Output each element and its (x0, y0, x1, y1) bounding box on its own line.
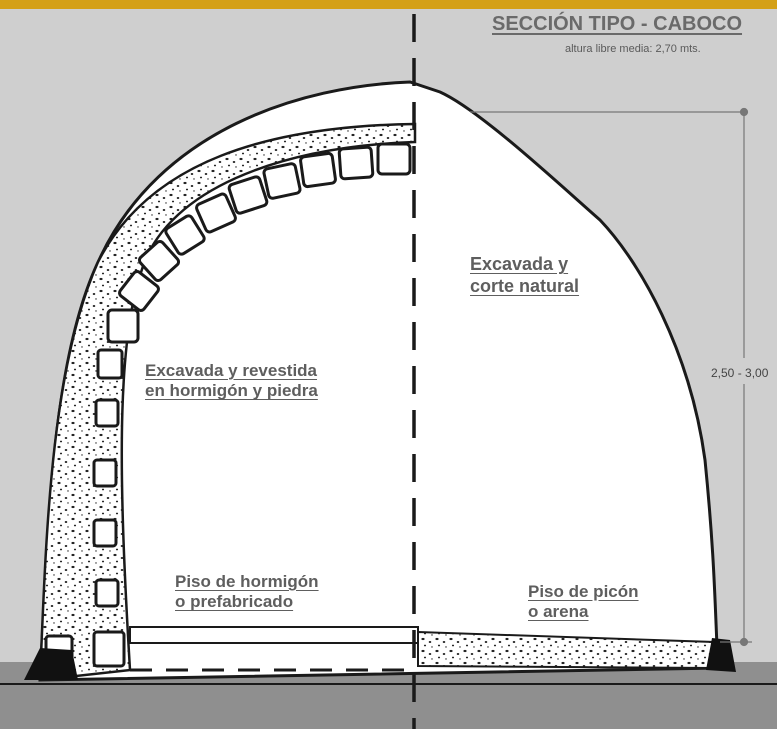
vault-stone-blocks (44, 142, 412, 668)
label-concrete-floor: Piso de hormigón o prefabricado (175, 572, 319, 613)
label-concrete-floor-line1: Piso de hormigón (175, 572, 319, 591)
label-clad-wall: Excavada y revestida en hormigón y piedr… (145, 361, 318, 402)
page-subtitle: altura libre media: 2,70 mts. (565, 43, 701, 55)
right-footing (706, 638, 736, 672)
label-natural-cut-line1: Excavada y (470, 254, 569, 274)
label-picon-floor-line2: o arena (528, 602, 589, 622)
concrete-floor-slab (129, 626, 419, 644)
accent-top-bar (0, 0, 777, 9)
height-dimension-label: 2,50 - 3,00 (711, 366, 769, 380)
page-title: SECCIÓN TIPO - CABOCO (492, 13, 743, 35)
label-concrete-floor-line2: o prefabricado (175, 592, 294, 612)
height-dimension (470, 107, 752, 647)
label-picon-floor: Piso de picón o arena (528, 582, 639, 623)
left-footing (24, 648, 78, 680)
label-clad-wall-line1: Excavada y revestida (145, 361, 318, 380)
label-natural-cut: Excavada y corte natural (470, 254, 579, 297)
label-natural-cut-line2: corte natural (470, 275, 580, 296)
label-picon-floor-line1: Piso de picón (528, 582, 639, 601)
label-clad-wall-line2: en hormigón y piedra (145, 381, 318, 401)
